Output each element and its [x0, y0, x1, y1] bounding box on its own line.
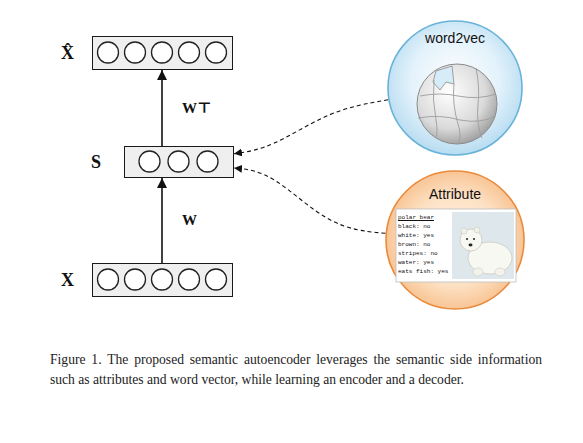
- bear-eye: [473, 238, 475, 240]
- missing-puzzle-piece: [433, 66, 454, 90]
- weight-label: W⊤: [182, 99, 211, 117]
- bubble-fill: [388, 21, 522, 155]
- bear-nose: [469, 244, 473, 247]
- attribute-card: [396, 209, 516, 282]
- neuron-circle: [125, 269, 146, 290]
- weight-label: W: [182, 212, 197, 229]
- bear-ear: [474, 227, 480, 233]
- puzzle-seam: [418, 116, 496, 121]
- layer-label: X̂: [61, 43, 74, 63]
- neuron-row: [93, 264, 231, 295]
- attribute-bubble: Attribute polar bear black: no white: yes br…: [385, 170, 525, 310]
- neuron-circle: [98, 269, 119, 290]
- bear-eye: [466, 238, 468, 240]
- neuron-circle: [125, 42, 146, 63]
- layer-label: X: [61, 270, 74, 290]
- neuron-circle: [139, 151, 160, 172]
- input-layer: X: [92, 263, 233, 297]
- attribute-row: polar bear: [398, 214, 434, 221]
- globe-illustration: [417, 64, 497, 144]
- neuron-circle: [179, 269, 200, 290]
- attribute-row: stripes: no: [398, 250, 438, 257]
- attribute-row: water: yes: [398, 259, 434, 266]
- neuron-circle: [98, 42, 119, 63]
- puzzle-seam: [420, 94, 496, 98]
- neuron-circle: [197, 151, 218, 172]
- bubble-title: Attribute: [385, 186, 525, 202]
- bubble-title: word2vec: [387, 30, 523, 46]
- neuron-circle: [179, 42, 200, 63]
- attribute-row: eats fish: yes: [398, 268, 448, 275]
- neuron-circle: [206, 42, 227, 63]
- puzzle-seam: [433, 80, 437, 138]
- attribute-row: white: yes: [398, 232, 434, 239]
- bear-photo: [452, 212, 514, 279]
- output-layer: X̂: [92, 36, 233, 70]
- semantic-layer: S: [124, 146, 234, 178]
- word2vec-bubble: word2vec: [387, 20, 523, 156]
- attribute-row: brown: no: [398, 241, 430, 248]
- neuron-circle: [152, 42, 173, 63]
- bear-paw: [495, 268, 505, 276]
- figure-caption: Figure 1. The proposed semantic autoenco…: [50, 350, 542, 390]
- bear-paw: [473, 268, 483, 276]
- neuron-row: [125, 147, 232, 176]
- bubble-fill: [386, 171, 524, 309]
- attribute-row: black: no: [398, 223, 430, 230]
- neuron-row: [93, 37, 231, 68]
- neuron-circle: [168, 151, 189, 172]
- dashed-connector: [234, 100, 388, 154]
- bear-ear: [461, 228, 467, 234]
- puzzle-seam: [476, 68, 482, 138]
- neuron-circle: [206, 269, 227, 290]
- neuron-circle: [152, 269, 173, 290]
- bear-head: [460, 229, 482, 251]
- puzzle-seam: [454, 84, 461, 144]
- bear-body: [468, 242, 512, 274]
- dashed-connector: [234, 168, 385, 233]
- arrow-connector: [161, 178, 163, 263]
- layer-label: S: [91, 152, 101, 172]
- arrow-connector: [161, 70, 163, 146]
